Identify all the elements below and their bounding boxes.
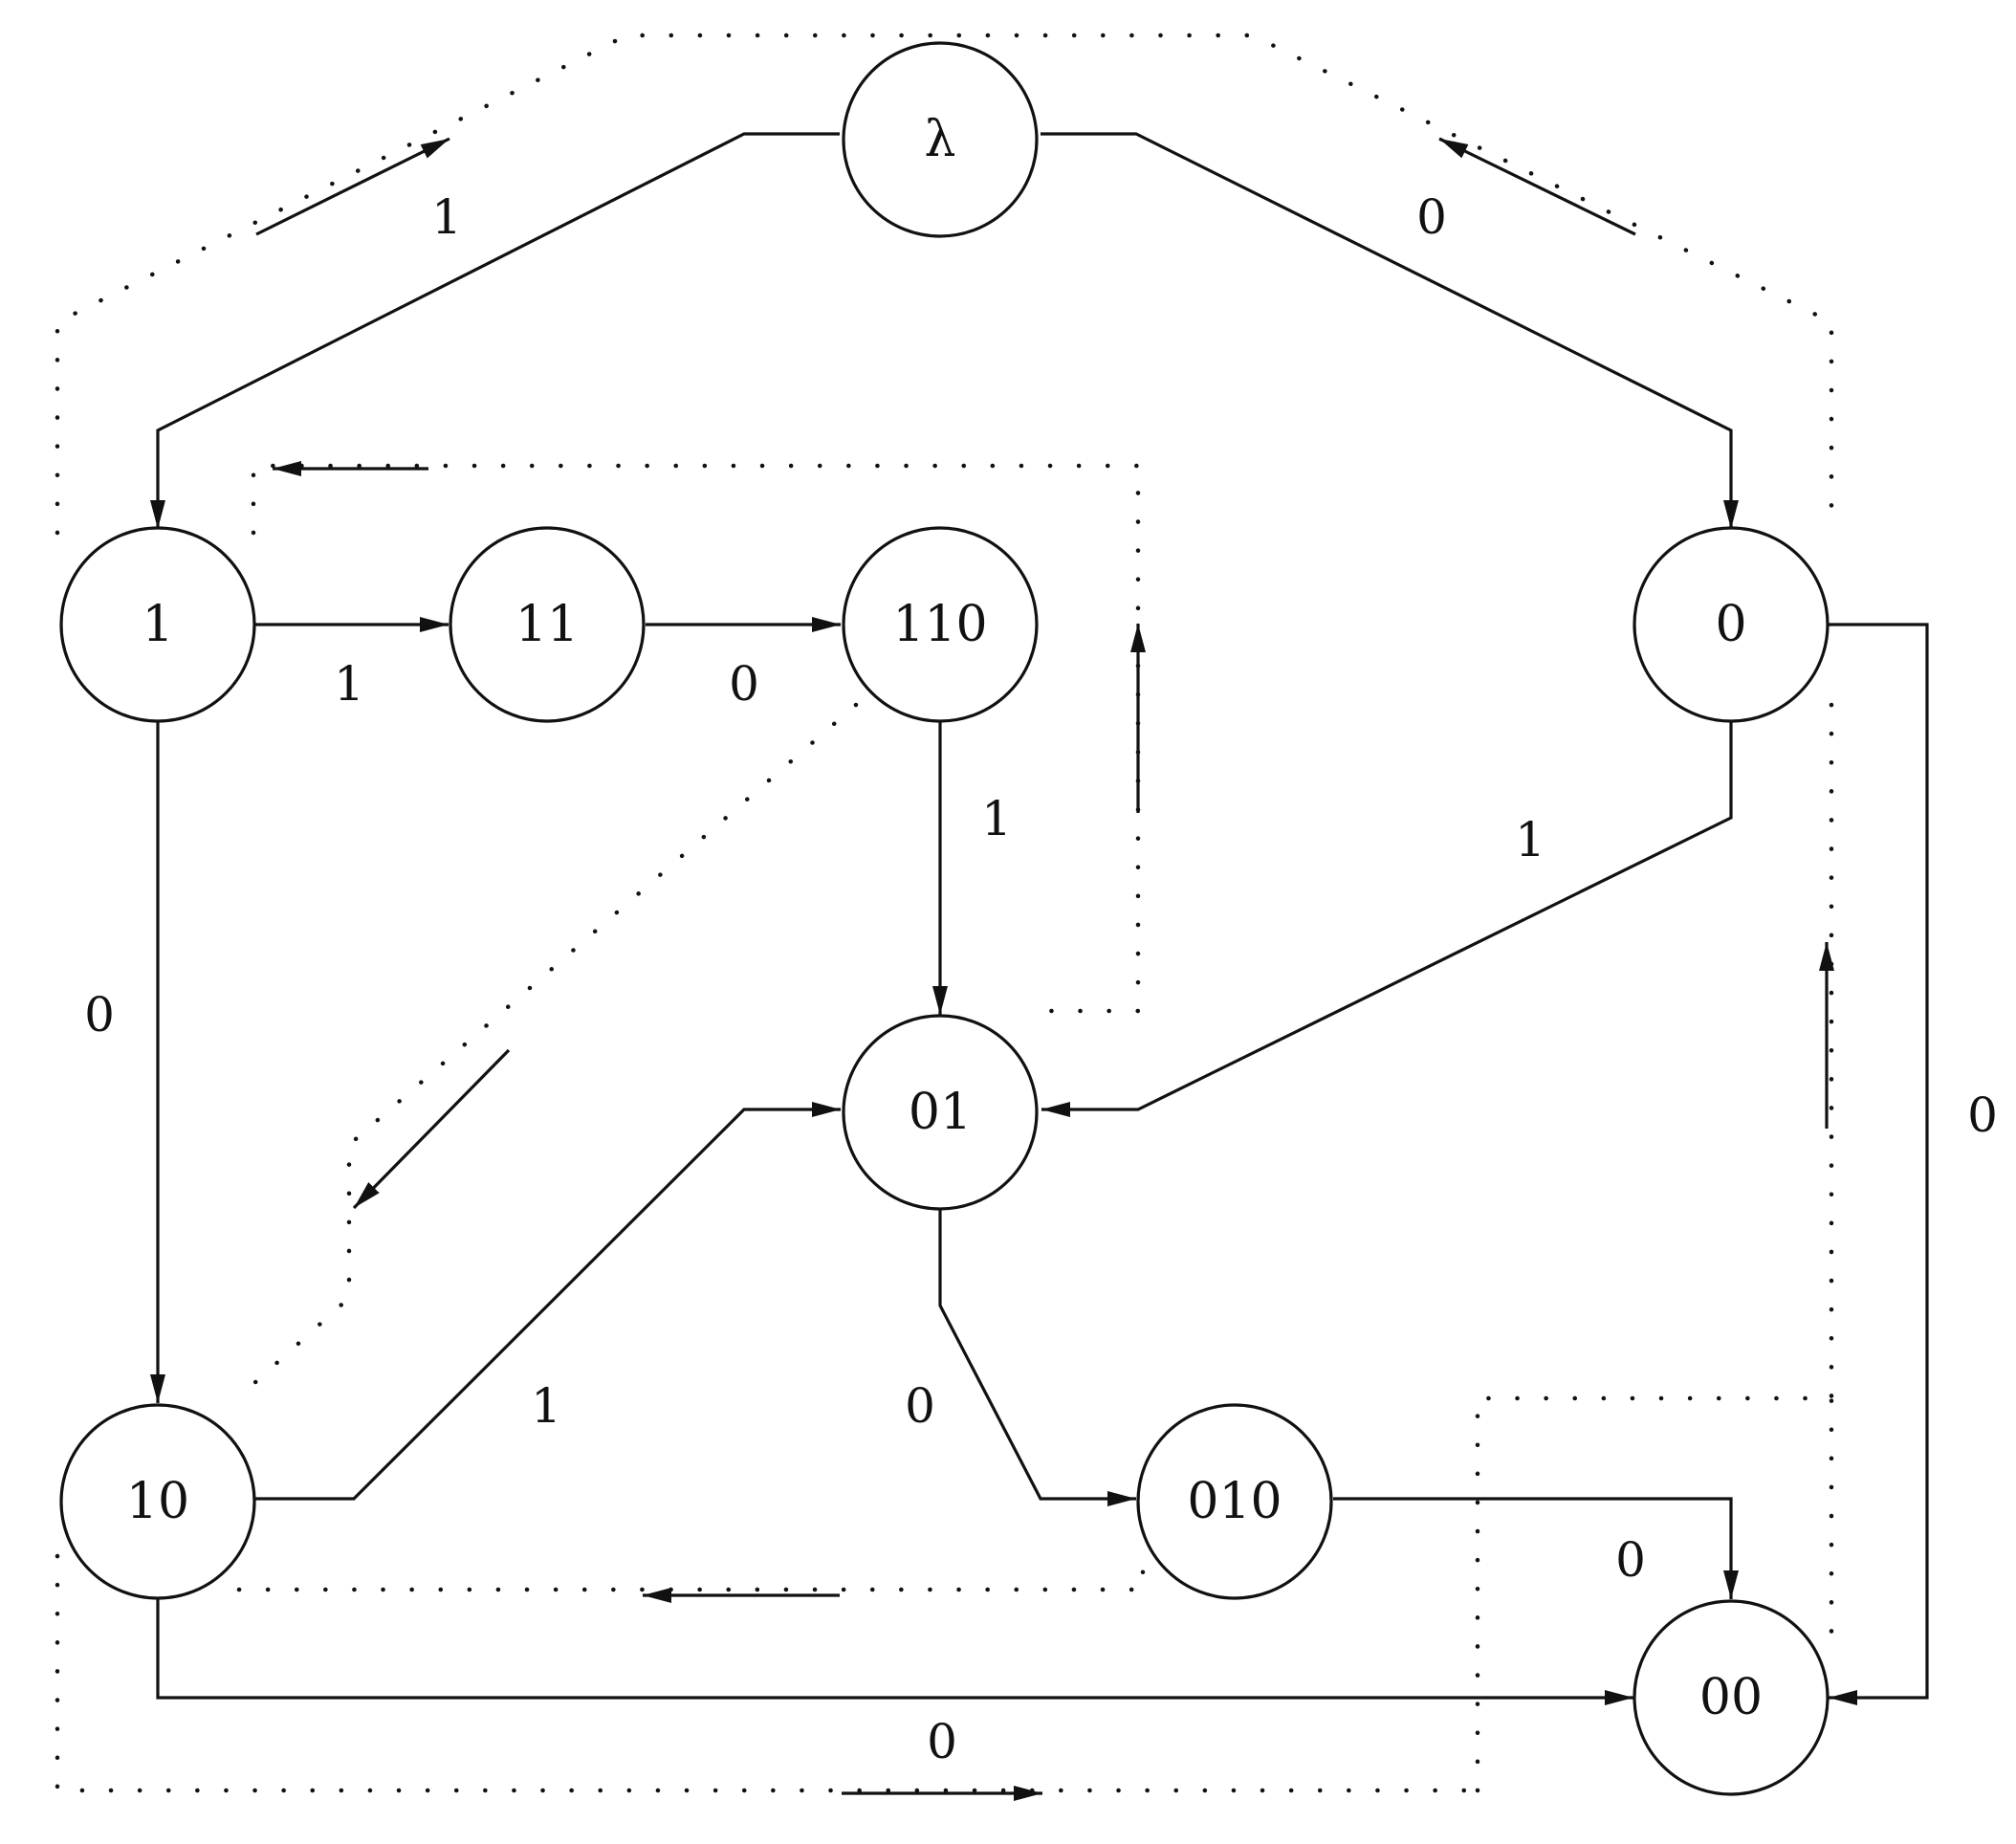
node-circle [842,1014,1039,1211]
traversal-contour-left [251,463,1141,1014]
node-label: 0 [1715,596,1746,653]
node-label: 1 [142,596,173,653]
edge-label-11-to-110: 0 [729,656,759,712]
edge-lambda-to-1 [150,132,840,529]
edge-010-to-00 [1333,1497,1739,1599]
edge-10-to-01 [254,1102,841,1501]
node-label: 01 [909,1084,972,1141]
node-label: 00 [1699,1669,1763,1726]
node-110: 110 [842,526,1039,723]
node-11: 11 [449,526,646,723]
edge-label-10-to-00: 0 [927,1714,957,1769]
node-01: 01 [842,1014,1039,1211]
node-circle [842,526,1039,723]
edge-label-110-to-01: 1 [981,791,1012,846]
traversal-arrow-top-right [1438,137,1636,236]
edge-0-to-00 [1829,623,1929,1705]
edge-label-lambda-to-1: 1 [431,189,462,245]
node-circle [59,1403,256,1600]
node-circle [1633,1599,1830,1796]
edge-label-0-to-00: 0 [1967,1087,1998,1143]
edge-01-to-010 [938,1207,1136,1506]
edge-lambda-to-0 [1041,132,1739,529]
node-0: 0 [1633,526,1830,723]
edges [150,132,1929,1705]
traversal-arrow-top-left [255,137,450,236]
node-label: 10 [126,1473,189,1530]
edge-labels: 1 0 1 0 0 1 1 0 1 0 0 0 [84,189,1998,1769]
traversal-contour-bottom-outer [55,1553,1480,1793]
node-circle [1633,526,1830,723]
traversal-contour-diagonal [251,702,859,1387]
node-010: 010 [1136,1403,1333,1600]
edge-label-1-to-10: 0 [84,987,115,1043]
edge-label-lambda-to-0: 0 [1416,189,1447,245]
node-label: 010 [1187,1473,1282,1530]
node-label: 110 [892,596,987,653]
node-circle [842,41,1039,238]
node-10: 10 [59,1403,256,1600]
node-label: 11 [515,596,579,653]
node-lambda: λ [842,41,1039,238]
edge-0-to-01 [1041,722,1733,1117]
edge-label-010-to-00: 0 [1615,1532,1646,1588]
edge-10-to-00 [156,1597,1633,1705]
traversal-contour [55,33,1834,1793]
edge-label-01-to-010: 0 [905,1378,935,1434]
node-00: 00 [1633,1599,1830,1796]
node-circle [1136,1403,1333,1600]
traversal-arrows [255,137,1834,1801]
node-circle [449,526,646,723]
node-label: λ [925,111,956,168]
traversal-contour-bottom-inner [236,1553,1146,1592]
nodes: λ 1 11 110 0 01 10 010 [59,41,1830,1796]
traversal-contour-right-box [1475,1395,1834,1793]
edge-label-10-to-01: 1 [531,1378,561,1434]
edge-label-1-to-11: 1 [334,656,364,712]
node-1: 1 [59,526,256,723]
traversal-arrow-diagonal [352,1048,511,1210]
edge-label-0-to-01: 1 [1515,812,1545,867]
node-circle [59,526,256,723]
